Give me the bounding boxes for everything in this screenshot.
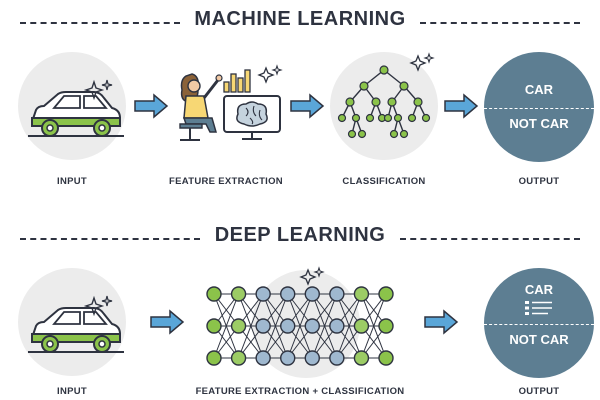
network-node [304,318,320,334]
dl-section-title: DEEP LEARNING [0,224,600,247]
ml-section-title: MACHINE LEARNING [0,8,600,31]
ml-input-label: INPUT [57,176,87,187]
dl-combined-label: FEATURE EXTRACTION + CLASSIFICATION [195,386,405,397]
dl-output-circle: CAR NOT CAR [484,268,594,378]
network-node [255,286,271,302]
sparkle-icon [83,295,113,317]
network-node [206,318,222,334]
dl-title-divider-left [20,238,200,240]
network-node [280,350,296,366]
sparkle-icon [257,64,283,84]
ml-output-divider [484,108,594,109]
arrow-right-icon [150,309,185,335]
ml-output-car: CAR [524,82,554,97]
network-edge [336,293,362,359]
car-icon [28,91,124,137]
network-node [353,286,370,302]
network-edge [238,293,264,359]
arrow-right-icon [290,93,325,119]
dl-output-label: OUTPUT [518,386,560,397]
network-node [255,318,271,334]
list-icon [525,301,552,315]
neural-network-icon [206,286,394,366]
arrow-right-icon [134,93,169,119]
network-node [206,350,222,366]
arrow-right-icon [424,309,459,335]
network-node [329,350,345,366]
ml-title-divider-left [20,22,180,24]
ml-classification-label: CLASSIFICATION [342,176,426,187]
network-node [230,286,247,302]
ml-title-divider-right [420,22,580,24]
ml-feature-label: FEATURE EXTRACTION [169,176,283,187]
dl-title-divider-right [400,238,580,240]
network-node [304,286,320,302]
arrow-right-icon [444,93,479,119]
dl-input-label: INPUT [57,386,87,397]
bar-chart-icon [223,69,251,93]
dl-output-divider [484,324,594,325]
decision-tree-icon [337,65,431,139]
network-node [255,350,271,366]
network-node [353,350,370,366]
sparkle-icon [299,266,325,286]
sparkle-icon [409,52,435,72]
network-node [378,318,394,334]
network-node [280,286,296,302]
car-icon [28,307,124,353]
ml-output-not-car: NOT CAR [509,116,569,131]
network-node [329,318,345,334]
ml-output-circle: CAR NOT CAR [484,52,594,162]
network-edge [262,293,289,359]
brain-icon [223,95,281,140]
network-edge [311,293,338,359]
dl-output-not-car: NOT CAR [509,332,569,347]
network-node [230,318,247,334]
ml-output-label: OUTPUT [518,176,560,187]
network-edge [213,293,240,359]
network-node [206,286,222,302]
network-node [353,318,370,334]
sparkle-icon [83,79,113,101]
network-node [280,318,296,334]
network-node [378,350,394,366]
network-node [378,286,394,302]
person-laptop-icon [179,73,223,141]
network-node [329,286,345,302]
network-node [230,350,247,366]
network-edge [287,293,313,359]
dl-output-car: CAR [524,282,554,297]
network-node [304,350,320,366]
network-edge [360,293,387,359]
